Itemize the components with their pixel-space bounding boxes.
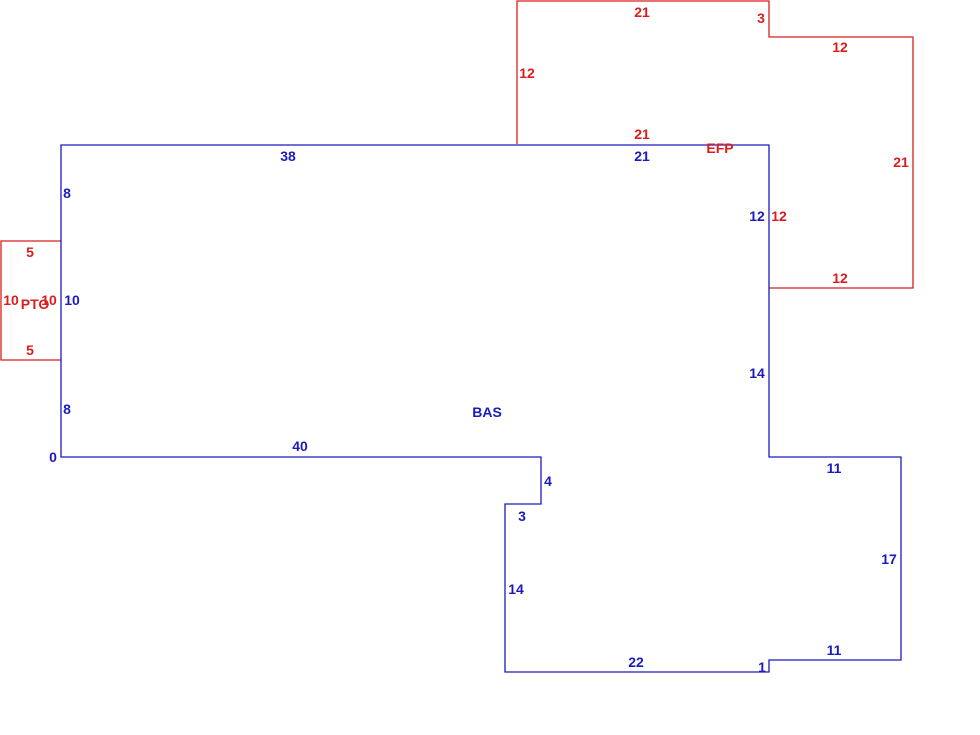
dim-bas-top-right: 21 xyxy=(634,148,650,164)
dim-efp-right: 21 xyxy=(893,154,909,170)
dim-efp-notch: 3 xyxy=(757,10,765,26)
bas-outline xyxy=(60,144,902,673)
dim-bas-bottom-mid: 22 xyxy=(628,654,644,670)
dim-pto-left: 10 xyxy=(3,292,19,308)
dim-efp-top-right: 12 xyxy=(832,39,848,55)
dim-efp-inner-left: 12 xyxy=(771,208,787,224)
dim-bas-left-middle: 10 xyxy=(64,292,80,308)
dim-efp-top: 21 xyxy=(634,4,650,20)
dim-bas-top-left: 38 xyxy=(280,148,296,164)
dim-pto-right: 10 xyxy=(41,292,57,308)
dim-pto-top: 5 xyxy=(26,244,34,260)
dim-efp-bottom: 21 xyxy=(634,126,650,142)
dim-bas-origin: 0 xyxy=(49,449,57,465)
efp-outline xyxy=(516,0,914,289)
area-label-pto: PTO xyxy=(21,296,50,312)
dim-bas-inner-left: 14 xyxy=(508,581,524,597)
dim-efp-left: 12 xyxy=(519,65,535,81)
dim-bas-step-in: 3 xyxy=(518,508,526,524)
dim-bas-left-lower: 8 xyxy=(63,401,71,417)
area-label-bas: BAS xyxy=(472,404,502,420)
pto-outline xyxy=(0,240,61,361)
dim-bas-left-upper: 8 xyxy=(63,185,71,201)
dim-bas-right-upper: 12 xyxy=(749,208,765,224)
dim-bas-ledge: 11 xyxy=(827,460,842,476)
dim-bas-step-down: 4 xyxy=(544,473,552,489)
dim-bas-right-side: 17 xyxy=(881,551,897,567)
dim-bas-right-lower: 14 xyxy=(749,365,765,381)
dim-efp-bottom-right: 12 xyxy=(832,270,848,286)
dim-pto-bottom: 5 xyxy=(26,342,34,358)
dim-bas-bottom-left: 40 xyxy=(292,438,308,454)
dim-bas-bottom-right: 11 xyxy=(827,642,842,658)
area-label-efp: EFP xyxy=(706,140,733,156)
dim-bas-jog: 1 xyxy=(758,659,766,675)
